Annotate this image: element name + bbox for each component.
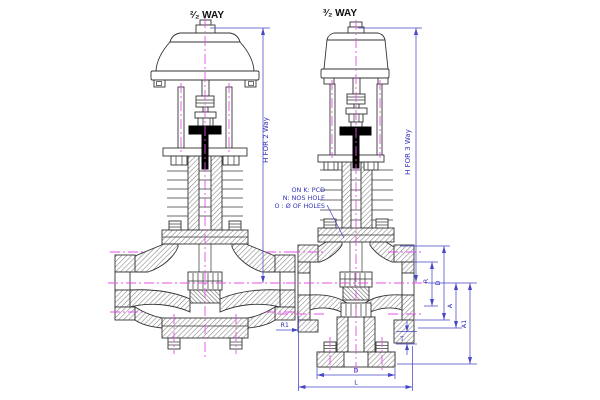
right-valve-title: ³⁄₂ WAY [323, 8, 357, 19]
left-bonnet [161, 155, 249, 245]
dim-d-label: D [434, 280, 442, 285]
dimension-bottom-l: L [298, 346, 413, 391]
right-stem-connector [339, 126, 372, 136]
right-centerlines [278, 20, 430, 374]
h-for-2-way-label: H FOR 2 Way [262, 117, 270, 163]
dimension-right-stack: R D A A1 [397, 245, 477, 365]
left-centerlines [108, 18, 300, 358]
dim-bottom-d-label: D [354, 367, 359, 375]
left-bonnet-stud-right [228, 220, 242, 231]
right-bonnet-stud-right [375, 218, 389, 229]
dimension-h-left: H FOR 2 Way [210, 27, 270, 283]
dimension-r1: R1 [276, 316, 299, 391]
dim-t-label: T [399, 335, 404, 343]
dim-a-label: A [446, 303, 454, 308]
right-bonnet-stud-left [323, 218, 337, 229]
dimension-t: T [396, 321, 417, 355]
right-actuator [320, 21, 390, 85]
left-valve-title: ²⁄₂ WAY [190, 10, 224, 21]
dim-r1-label: R1 [280, 321, 289, 329]
right-bottom-port [316, 316, 396, 368]
h-for-3-way-label: H FOR 3 Way [404, 129, 412, 175]
left-bonnet-stud-left [168, 220, 182, 231]
right-stem-assembly [339, 77, 372, 169]
dim-a1-label: A1 [460, 320, 468, 328]
flange-note-line-3: O : Ø OF HOLES [274, 202, 325, 210]
flange-note-leader [326, 204, 345, 239]
dim-r-label: R [422, 278, 430, 283]
dim-bottom-l-label: L [354, 379, 358, 387]
flange-note: ON K: PCD N: NOS HOLE O : Ø OF HOLES [274, 186, 345, 239]
flange-note-line-1: ON K: PCD [292, 186, 326, 194]
dimension-bottom-d: D [316, 367, 396, 379]
right-valve [278, 20, 430, 374]
dimension-h-right: H FOR 3 Way [358, 27, 422, 282]
flange-note-line-2: N: NOS HOLE [283, 194, 325, 202]
left-valve [108, 18, 300, 358]
